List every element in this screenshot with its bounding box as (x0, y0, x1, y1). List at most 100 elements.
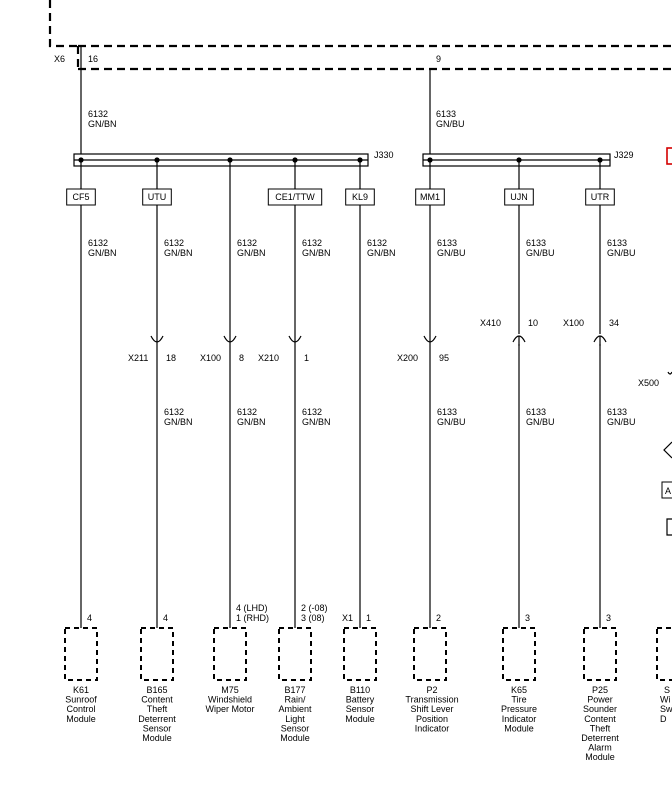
component-name-line: Sunroof (65, 695, 97, 705)
component-name-line: Theft (147, 704, 168, 714)
wire-number-lower: 6133 (437, 407, 457, 417)
edge-arrow-icon (663, 441, 672, 459)
wire-number: 6132 (367, 238, 387, 248)
component-name-line: B110 (350, 685, 370, 695)
edge-component-box (656, 627, 672, 681)
inline-connector-name: X100 (563, 318, 584, 328)
trunk-right-wire: 6133 (436, 109, 456, 119)
component-name-line: Wiper Motor (205, 704, 254, 714)
branch-label: UTU (148, 192, 167, 202)
inline-connector-name: X100 (200, 353, 221, 363)
edge-connector-label: X500 (638, 378, 659, 388)
edge-component-name-line: Wi (660, 695, 671, 705)
wire-color: GN/BU (607, 248, 636, 258)
component-name-line: Windshield (208, 695, 252, 705)
component-name-line: Content (584, 714, 616, 724)
component-name-line: Sensor (346, 704, 375, 714)
connector-x6-pin-right: 9 (436, 54, 441, 64)
component-pin-label: 1 (366, 613, 371, 623)
component-pin-label: 3 (08) (301, 613, 325, 623)
component-name-line: B177 (284, 685, 305, 695)
component-name-line: Position (416, 714, 448, 724)
component-name-line: Module (504, 723, 534, 733)
wire-number-lower: 6133 (526, 407, 546, 417)
branch-label: UJN (510, 192, 528, 202)
wire-color-lower: GN/BN (164, 417, 193, 427)
branch-label: MM1 (420, 192, 440, 202)
component-box (343, 627, 377, 681)
component-box (278, 627, 312, 681)
component-name-line: Alarm (588, 743, 612, 753)
wire-number: 6133 (526, 238, 546, 248)
component-name-line: K65 (511, 685, 527, 695)
component-pin-label: 3 (606, 613, 611, 623)
component-name-line: Deterrent (581, 733, 619, 743)
splice-j330-label: J330 (374, 150, 394, 160)
branch-group: CF56132GN/BN4K61SunroofControlModuleUTU6… (64, 157, 636, 762)
inline-connector-pin-number: 1 (304, 353, 309, 363)
edge-component-name-line: Sw (660, 704, 672, 714)
inline-connector-name: X211 (128, 353, 148, 363)
edge-component-name-line: S (664, 685, 670, 695)
wire-number: 6132 (302, 238, 322, 248)
component-pin-label: 4 (LHD) (236, 603, 268, 613)
inline-connector-pin-number: 10 (528, 318, 538, 328)
wire-number-lower: 6133 (607, 407, 627, 417)
component-name-line: Rain/ (284, 695, 306, 705)
component-name-line: Theft (590, 723, 611, 733)
cut-off-red-marker (666, 147, 672, 165)
component-name-line: Sensor (281, 723, 310, 733)
splice-j329-label: J329 (614, 150, 634, 160)
component-box (502, 627, 536, 681)
inline-connector-name: X410 (480, 318, 501, 328)
component-name-line: Module (345, 714, 375, 724)
component-name-line: M75 (221, 685, 239, 695)
component-name-line: Shift Lever (410, 704, 453, 714)
component-name-line: Ambient (278, 704, 312, 714)
branch-label: KL9 (352, 192, 368, 202)
component-name-line: Battery (346, 695, 375, 705)
component-name-line: Content (141, 695, 173, 705)
component-pin-label: 2 (-08) (301, 603, 328, 613)
component-name-line: Light (285, 714, 305, 724)
inline-connector-name: X210 (258, 353, 279, 363)
inline-connector-name: X200 (397, 353, 418, 363)
wire-color: GN/BN (367, 248, 396, 258)
wire-color: GN/BN (88, 248, 117, 258)
component-name-line: P25 (592, 685, 608, 695)
wire-number-lower: 6132 (164, 407, 184, 417)
wire-color-lower: GN/BN (237, 417, 266, 427)
edge-label-box (661, 481, 672, 499)
component-name-line: P2 (426, 685, 437, 695)
wire-color-lower: GN/BN (302, 417, 331, 427)
wire-color-lower: GN/BU (437, 417, 466, 427)
component-pin-label: 4 (163, 613, 168, 623)
component-name-line: Tire (511, 695, 526, 705)
wire-color: GN/BU (437, 248, 466, 258)
wire-number: 6132 (88, 238, 108, 248)
component-pin-label: 3 (525, 613, 530, 623)
component-name-line: Deterrent (138, 714, 176, 724)
trunk-right-color: GN/BU (436, 119, 465, 129)
wire-color: GN/BN (237, 248, 266, 258)
component-name-line: Module (142, 733, 172, 743)
wire-color: GN/BN (164, 248, 193, 258)
component-name-line: Power (587, 695, 613, 705)
connector-x6-label: X6 (54, 54, 65, 64)
component-box (140, 627, 174, 681)
branch-label: CF5 (72, 192, 89, 202)
wire-color-lower: GN/BU (607, 417, 636, 427)
wire-number: 6133 (607, 238, 627, 248)
wire-color: GN/BU (526, 248, 555, 258)
component-box (64, 627, 98, 681)
wire-color: GN/BN (302, 248, 331, 258)
component-pin-label: 2 (436, 613, 441, 623)
component-pin-label: 1 (RHD) (236, 613, 269, 623)
component-box (583, 627, 617, 681)
edge-label-text: A (665, 486, 671, 496)
